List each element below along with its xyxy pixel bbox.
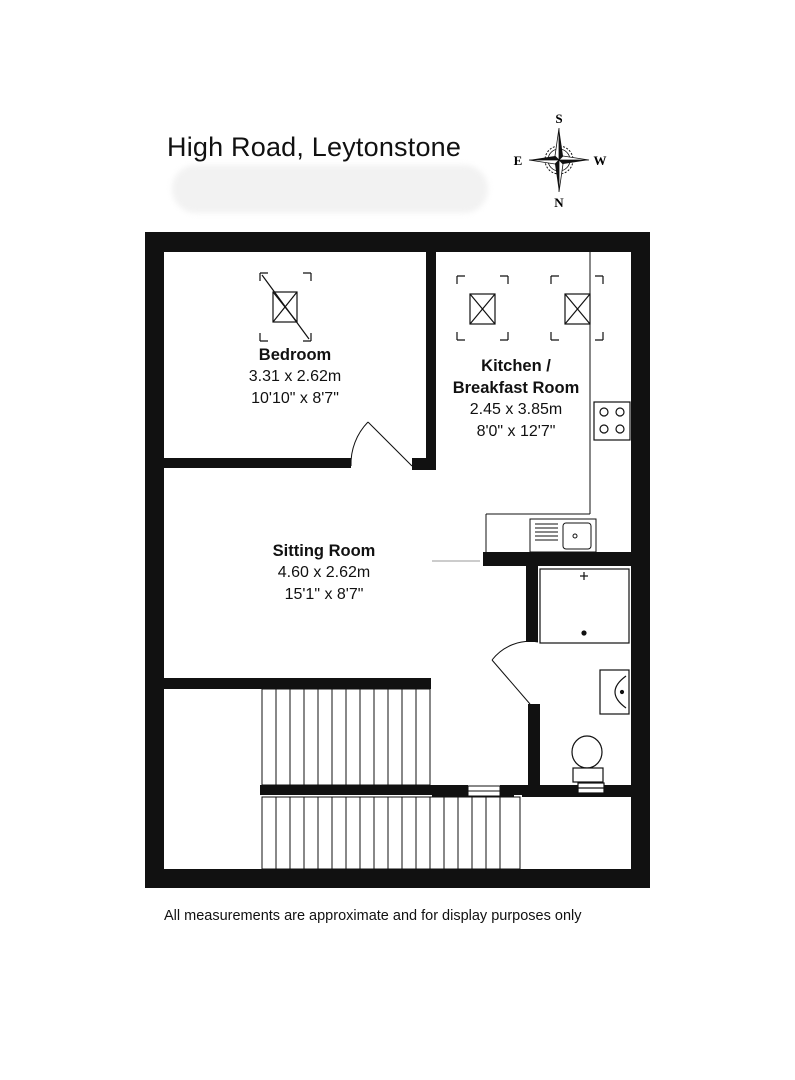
- room-imperial: 8'0" x 12'7": [476, 423, 556, 440]
- sink-icon: [529, 518, 597, 553]
- door-swing-icon: [491, 640, 539, 705]
- window-mark: [467, 785, 501, 797]
- room-name: Sitting Room: [272, 542, 376, 560]
- skylight-icon: [456, 275, 509, 341]
- room-imperial: 10'10" x 8'7": [251, 390, 339, 407]
- room-metric: 3.31 x 2.62m: [248, 368, 342, 385]
- room-label-sitting-room: Sitting Room 4.60 x 2.62m 15'1" x 8'7": [244, 540, 404, 606]
- skylight-icon: [550, 275, 604, 341]
- hob-icon: [593, 401, 631, 441]
- compass-west-label: W: [594, 153, 607, 168]
- page-title: High Road, Leytonstone: [167, 132, 462, 162]
- shower-icon: [539, 568, 630, 644]
- skylight-icon: [259, 272, 312, 342]
- staircase-icon: [261, 796, 521, 870]
- basin-icon: [599, 669, 630, 715]
- compass-south-label: S: [555, 111, 562, 126]
- compass-north-label: N: [554, 195, 564, 210]
- compass-icon: S N E W: [514, 111, 607, 210]
- disclaimer-text: All measurements are approximate and for…: [164, 908, 582, 924]
- door-swing-icon: [350, 421, 413, 467]
- compass-east-label: E: [514, 153, 523, 168]
- room-name: Kitchen /: [481, 357, 551, 375]
- room-imperial: 15'1" x 8'7": [284, 586, 364, 603]
- room-metric: 2.45 x 3.85m: [469, 401, 563, 418]
- walls: [145, 232, 650, 888]
- room-name: Breakfast Room: [452, 379, 580, 397]
- staircase-icon: [261, 688, 431, 786]
- room-name: Bedroom: [258, 346, 332, 364]
- room-label-bedroom: Bedroom 3.31 x 2.62m 10'10" x 8'7": [215, 344, 375, 410]
- title-shadow: [172, 165, 488, 213]
- toilet-icon: [571, 735, 605, 794]
- worktop: [485, 252, 591, 552]
- room-label-kitchen: Kitchen / Breakfast Room 2.45 x 3.85m 8'…: [436, 355, 596, 443]
- room-metric: 4.60 x 2.62m: [277, 564, 371, 581]
